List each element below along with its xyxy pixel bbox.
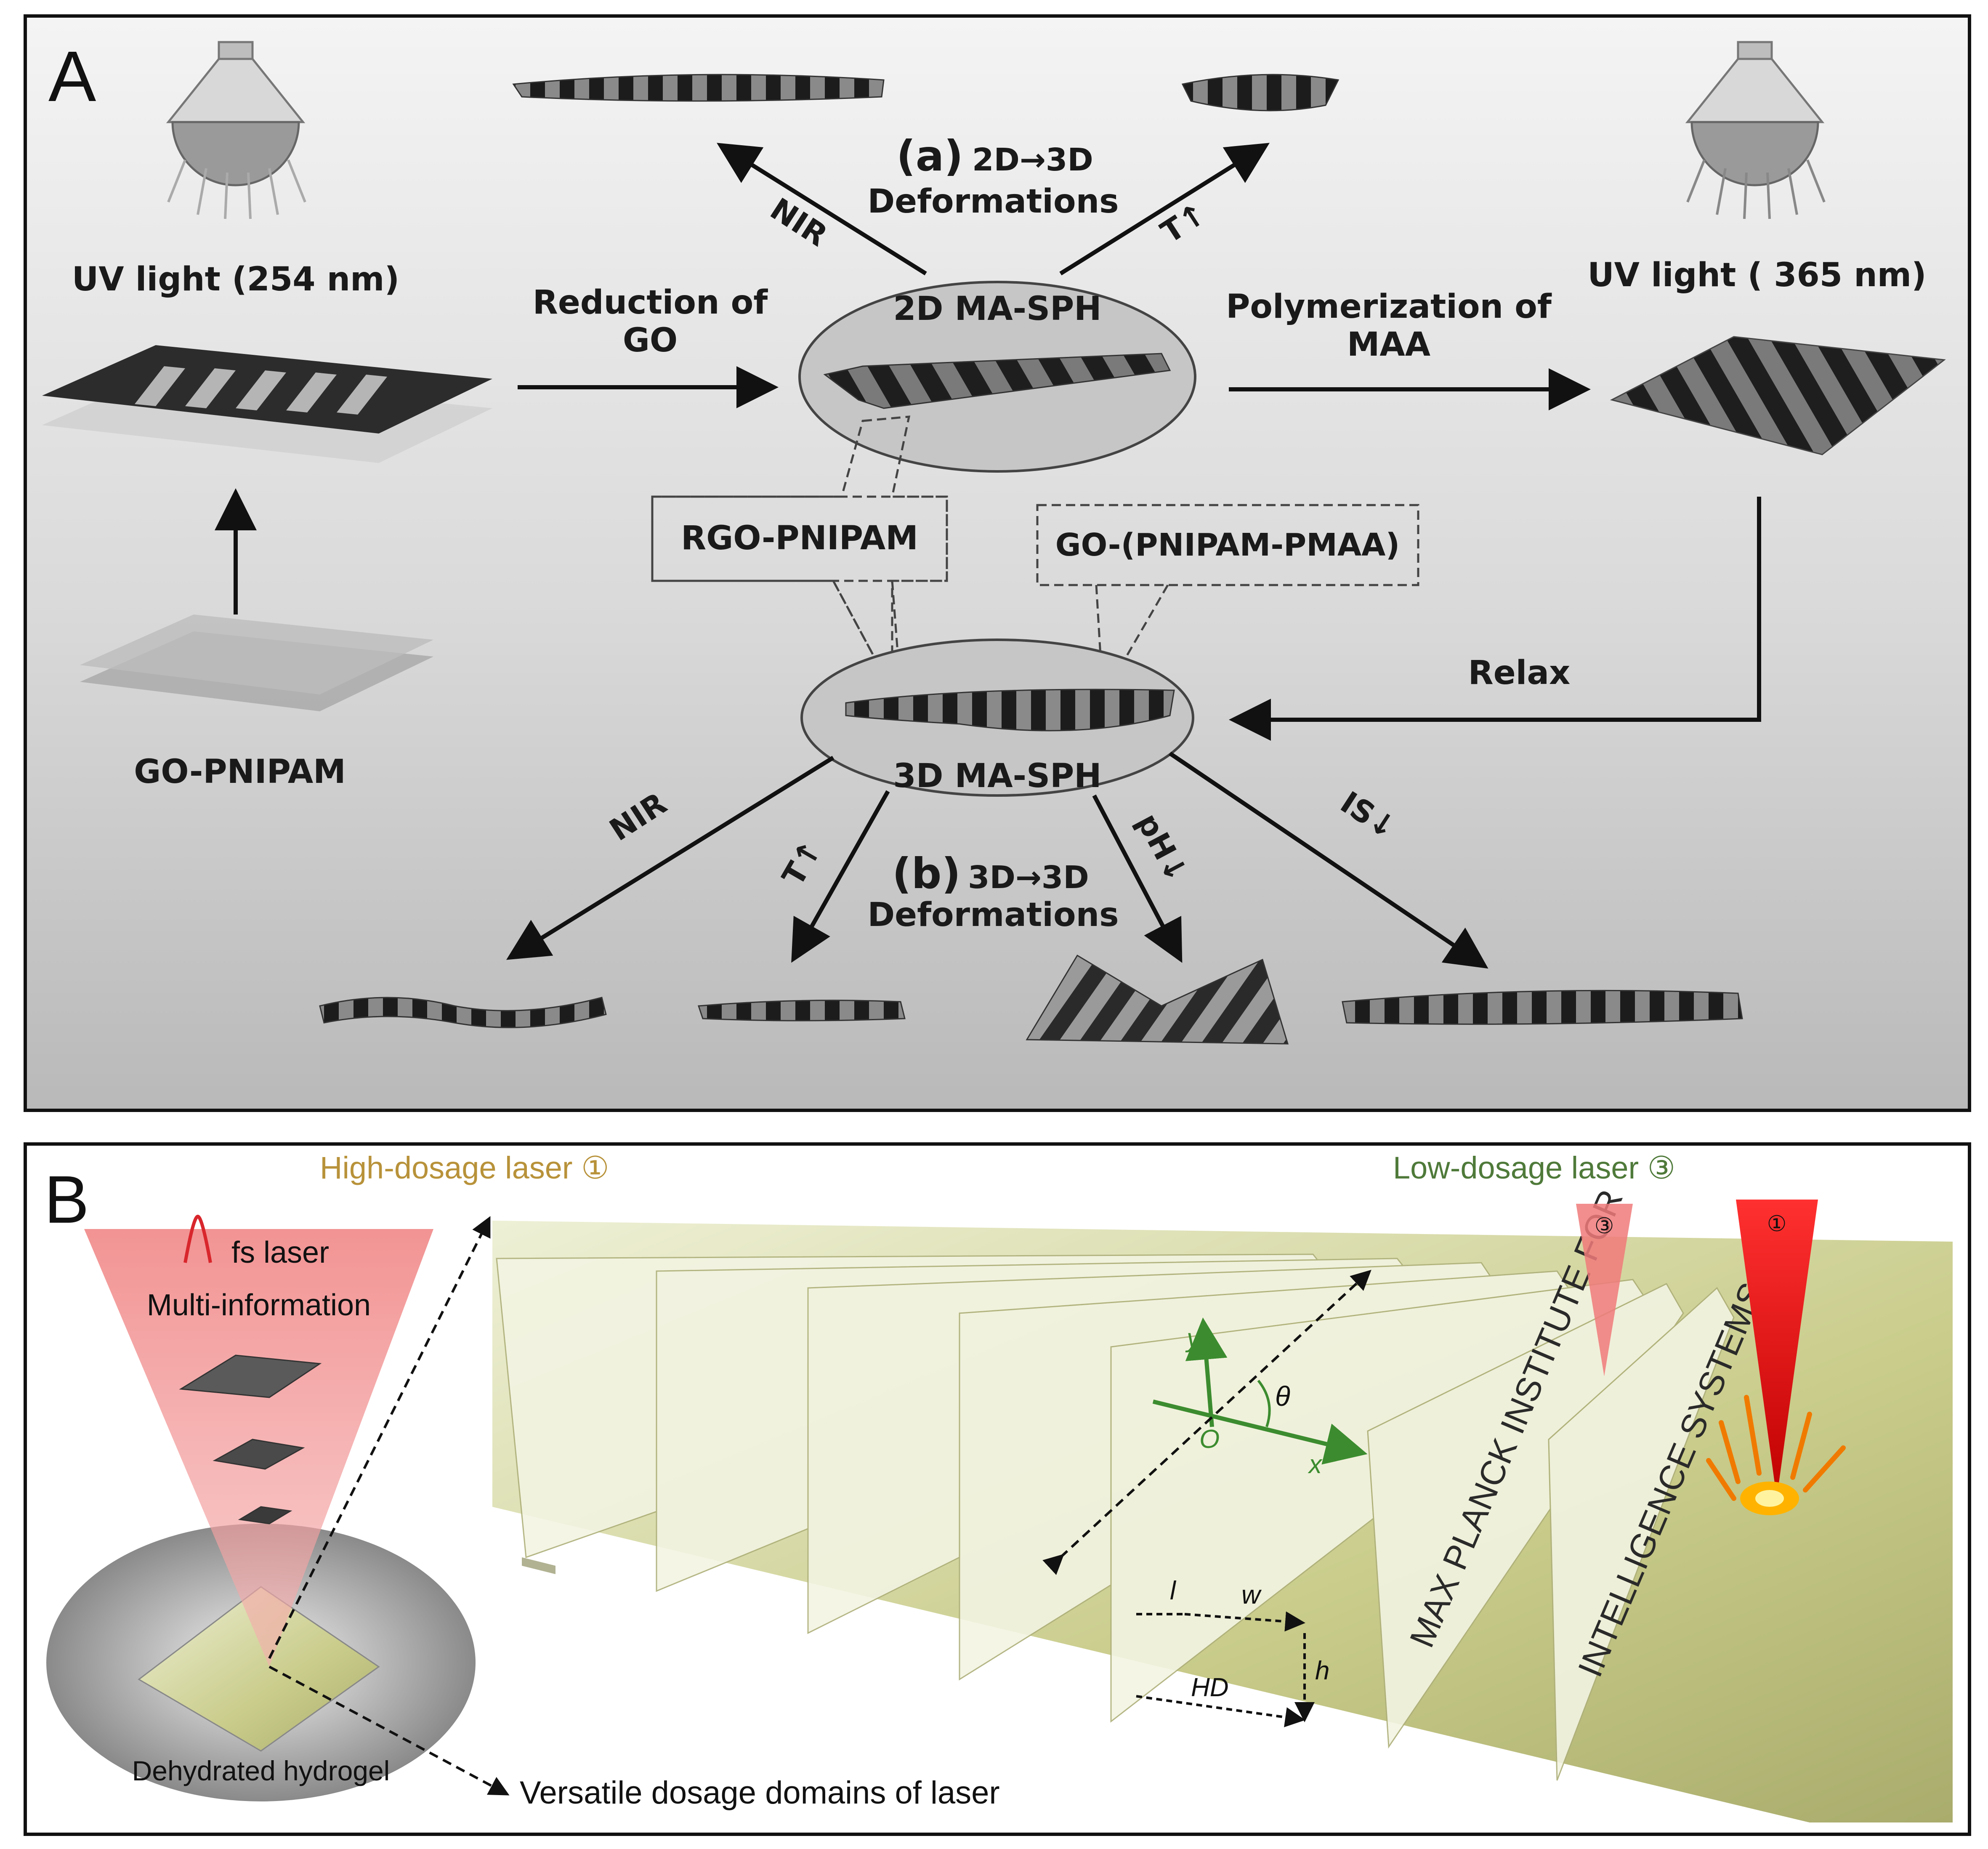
deform-b-label: Deformations [867, 896, 1119, 934]
relax-label: Relax [1468, 654, 1571, 692]
hydrogel-square [138, 1586, 380, 1752]
go-pmaa-label: GO-(PNIPAM-PMAA) [1055, 527, 1400, 563]
mark-3-label: ③ [1595, 1214, 1614, 1238]
striped-sheet-right [1610, 336, 1946, 455]
strip-top-left [512, 74, 885, 102]
arrow-nir-3d [506, 756, 835, 960]
strip-temp-result [697, 1000, 906, 1022]
panel-b: B High-dosage laser ① Low-dosage laser ③… [24, 1142, 1971, 1836]
uv-lamp-right-icon [1685, 41, 1826, 219]
deform-a-transition: 2D→3D [972, 142, 1093, 178]
multi-info-label: Multi-information [147, 1288, 371, 1322]
deform-a-label: Deformations [867, 183, 1119, 221]
arrow-temp-3d [791, 790, 890, 963]
dashed-leader-up [268, 1216, 491, 1659]
versatile-label: Versatile dosage domains of laser [520, 1775, 1000, 1811]
deform-b-tag: (b) [892, 849, 961, 898]
high-dosage-label: High-dosage laser ① [320, 1150, 609, 1185]
fs-laser-label: fs laser [231, 1236, 329, 1269]
panel-a-letter: A [48, 37, 96, 117]
rgo-pnipam-label: RGO-PNIPAM [681, 519, 918, 557]
polymerization-label-1: Polymerization of [1226, 288, 1552, 326]
low-dosage-beam [1576, 1204, 1633, 1376]
dim-hd-line [1136, 1695, 1305, 1727]
sph-3d-label: 3D MA-SPH [893, 757, 1101, 795]
deform-b-transition: 3D→3D [968, 859, 1089, 896]
strip-3d [845, 689, 1175, 732]
dim-hd-label: HD [1191, 1673, 1229, 1702]
panel-a: A UV light (254 nm) UV light ( 365 n [24, 14, 1971, 1112]
arrow-temp-2d [1059, 143, 1270, 276]
dim-w-line [1184, 1611, 1305, 1632]
dim-h-label: h [1315, 1656, 1329, 1685]
info-layer-1 [179, 1354, 322, 1398]
polymerization-label-2: MAA [1347, 326, 1430, 364]
length-dimension [1042, 1269, 1371, 1575]
dehydrated-label: Dehydrated hydrogel [132, 1755, 390, 1786]
panel-a-frame [24, 14, 1971, 1112]
dim-l-label: l [1170, 1576, 1177, 1605]
arrow-is-3d [1169, 751, 1488, 969]
ablation-sparks-icon [1706, 1395, 1846, 1515]
high-dosage-beam [1736, 1200, 1818, 1498]
sph-2d-label: 2D MA-SPH [893, 290, 1101, 328]
axis-origin-label: O [1199, 1425, 1220, 1454]
strip-top-right [1181, 74, 1340, 112]
go-pnipam-label: GO-PNIPAM [134, 753, 346, 791]
axis-y-label: y [1185, 1324, 1201, 1353]
dim-w-label: w [1241, 1580, 1262, 1610]
axis-x-label: x [1308, 1450, 1323, 1479]
photomask-sheet [42, 345, 492, 463]
reduction-label-2: GO [623, 322, 678, 359]
info-layer-3 [238, 1506, 292, 1524]
pulse-icon [183, 1214, 212, 1263]
strip-ph-result [1026, 954, 1289, 1045]
info-layer-2 [213, 1439, 305, 1470]
strip-is-result [1342, 990, 1743, 1025]
panel-b-letter: B [44, 1162, 89, 1237]
low-dosage-label: Low-dosage laser ③ [1393, 1150, 1675, 1185]
uv-right-label: UV light ( 365 nm) [1587, 256, 1926, 294]
uv-lamp-left-icon [166, 41, 306, 219]
go-pnipam-sheet [80, 615, 433, 711]
uv-left-label: UV light (254 nm) [72, 261, 399, 298]
strip-nir-result [319, 997, 607, 1028]
arrow-nir-2d [717, 143, 927, 276]
mark-1-label: ① [1767, 1212, 1787, 1236]
strip-2d [823, 353, 1171, 409]
arrow-relax [1229, 497, 1761, 741]
theta-label: θ [1275, 1381, 1290, 1412]
reduction-label-1: Reduction of [533, 284, 768, 322]
arrow-ph-3d [1092, 794, 1183, 963]
deform-a-tag: (a) [896, 131, 963, 181]
